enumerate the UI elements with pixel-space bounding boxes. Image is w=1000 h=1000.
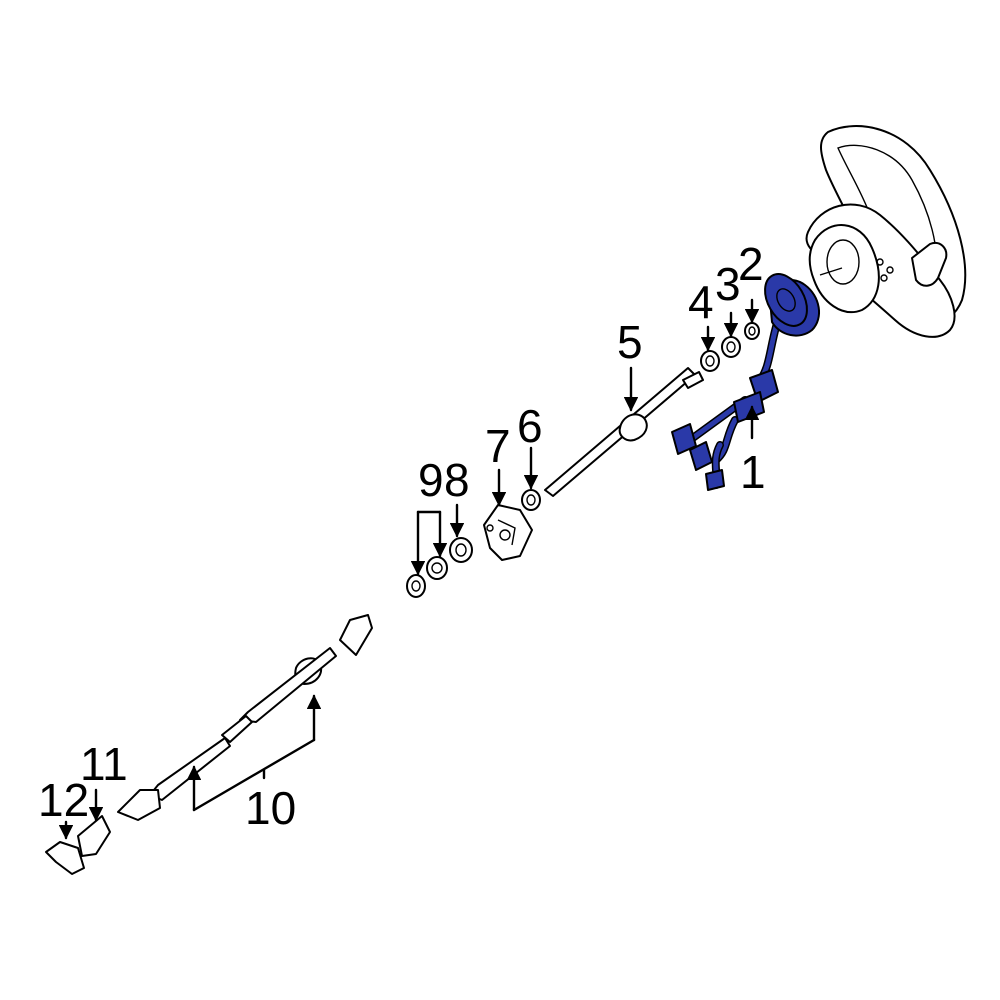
callout-1: 1 [740, 446, 766, 498]
callout-2: 2 [738, 238, 764, 290]
callout-leaders [58, 298, 760, 840]
callout-5: 5 [617, 316, 643, 368]
callout-3: 3 [715, 258, 741, 310]
callout-4: 4 [688, 276, 714, 328]
steering-wheel [805, 125, 967, 338]
callout-11: 11 [80, 738, 128, 790]
callout-9: 9 [418, 454, 444, 506]
part-6-bearing [521, 489, 541, 511]
callout-12: 12 [38, 774, 89, 826]
callout-6: 6 [517, 400, 543, 452]
part-7-housing [483, 504, 533, 561]
part-10-lower-shaft [45, 614, 373, 875]
callout-8: 8 [444, 454, 470, 506]
callout-7: 7 [485, 420, 511, 472]
part-2-bushing [744, 322, 760, 340]
part-8-cap [449, 537, 473, 563]
part-9-washer [426, 556, 448, 580]
callout-labels: 1 2 3 4 5 6 7 8 9 10 11 12 [38, 238, 766, 834]
callout-10: 10 [245, 782, 296, 834]
part-4-ring [700, 350, 720, 372]
part-5-upper-shaft [544, 367, 704, 497]
part-9-bushing [406, 574, 426, 598]
part-3-bearing [721, 336, 741, 358]
